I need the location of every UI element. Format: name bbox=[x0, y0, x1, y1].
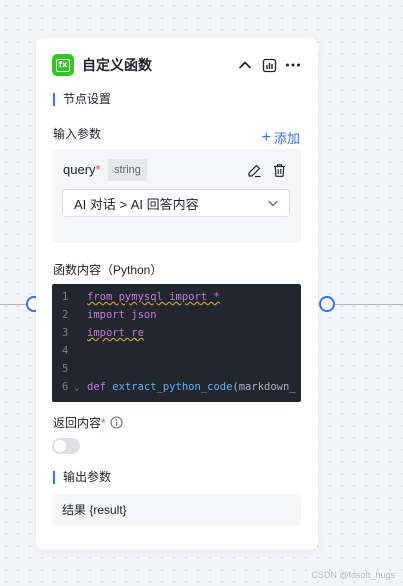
code-text: from pymysql import * bbox=[87, 288, 220, 306]
return-content-label: 返回内容* bbox=[53, 414, 123, 431]
required-mark: * bbox=[95, 162, 101, 177]
line-number: 2 bbox=[62, 309, 69, 321]
switch-knob bbox=[54, 440, 66, 452]
code-text: import json bbox=[87, 306, 157, 324]
line-number: 6 bbox=[62, 381, 69, 393]
fx-icon: fx bbox=[52, 54, 74, 76]
code-text: def extract_python_code(markdown_ bbox=[87, 378, 296, 396]
delete-icon[interactable] bbox=[270, 161, 288, 179]
input-params-label: 输入参数 bbox=[53, 127, 102, 141]
code-line[interactable]: 5 bbox=[52, 360, 301, 378]
output-param-item: 结果 {result} bbox=[52, 494, 301, 526]
code-editor[interactable]: 1 from pymysql import * 2 import json 3 impor… bbox=[52, 284, 301, 402]
line-number: 5 bbox=[62, 363, 69, 375]
output-port[interactable] bbox=[319, 296, 335, 312]
chevron-up-icon[interactable] bbox=[234, 54, 256, 76]
code-token: extract_python_code bbox=[112, 381, 233, 393]
code-text: import re bbox=[87, 324, 144, 342]
left-edge-line bbox=[0, 304, 27, 305]
line-number: 3 bbox=[62, 327, 69, 339]
right-edge-line bbox=[335, 304, 403, 305]
output-params-title: 输出参数 bbox=[53, 471, 111, 484]
watermark: CSDN @fdsoft_hugs bbox=[311, 570, 395, 580]
node-settings-title: 节点设置 bbox=[53, 93, 111, 106]
info-icon bbox=[110, 416, 123, 429]
node-title: 自定义函数 bbox=[82, 57, 152, 73]
param-type-tag: string bbox=[108, 159, 147, 181]
code-token: import re bbox=[87, 327, 144, 339]
return-content-switch[interactable] bbox=[52, 438, 80, 454]
required-mark: * bbox=[101, 415, 106, 430]
code-line[interactable]: 1 from pymysql import * bbox=[52, 288, 301, 306]
line-number: 4 bbox=[62, 345, 69, 357]
function-node-card[interactable]: fx 自定义函数 节点设置 输入参数 + 添加 query* string AI… bbox=[36, 38, 318, 550]
code-editor-label: 函数内容（Python） bbox=[53, 263, 163, 277]
code-line[interactable]: 3 import re bbox=[52, 324, 301, 342]
code-token: (markdown_ bbox=[232, 381, 296, 393]
add-param-button[interactable]: + 添加 bbox=[262, 128, 300, 147]
param-name: query* bbox=[63, 162, 101, 177]
code-token: from pymysql import * bbox=[87, 291, 220, 303]
node-header: fx 自定义函数 bbox=[52, 52, 304, 78]
param-source-select[interactable]: AI 对话 > AI 回答内容 bbox=[62, 189, 290, 217]
execution-detail-icon[interactable] bbox=[258, 54, 280, 76]
line-number: 1 bbox=[62, 291, 69, 303]
plus-icon: + bbox=[261, 128, 271, 146]
param-source-value: AI 对话 > AI 回答内容 bbox=[74, 196, 199, 212]
chevron-down-icon bbox=[267, 197, 279, 212]
fold-chevron-icon[interactable]: ⌄ bbox=[74, 383, 80, 393]
code-line[interactable]: 6 ⌄ def extract_python_code(markdown_ bbox=[52, 378, 301, 396]
code-token: import json bbox=[87, 309, 157, 321]
code-line[interactable]: 2 import json bbox=[52, 306, 301, 324]
edit-icon[interactable] bbox=[245, 161, 263, 179]
add-param-label: 添加 bbox=[273, 131, 300, 146]
input-param-item: query* string AI 对话 > AI 回答内容 bbox=[52, 149, 301, 243]
code-line[interactable]: 4 bbox=[52, 342, 301, 360]
more-icon[interactable] bbox=[282, 54, 304, 76]
code-token: def bbox=[87, 381, 113, 393]
